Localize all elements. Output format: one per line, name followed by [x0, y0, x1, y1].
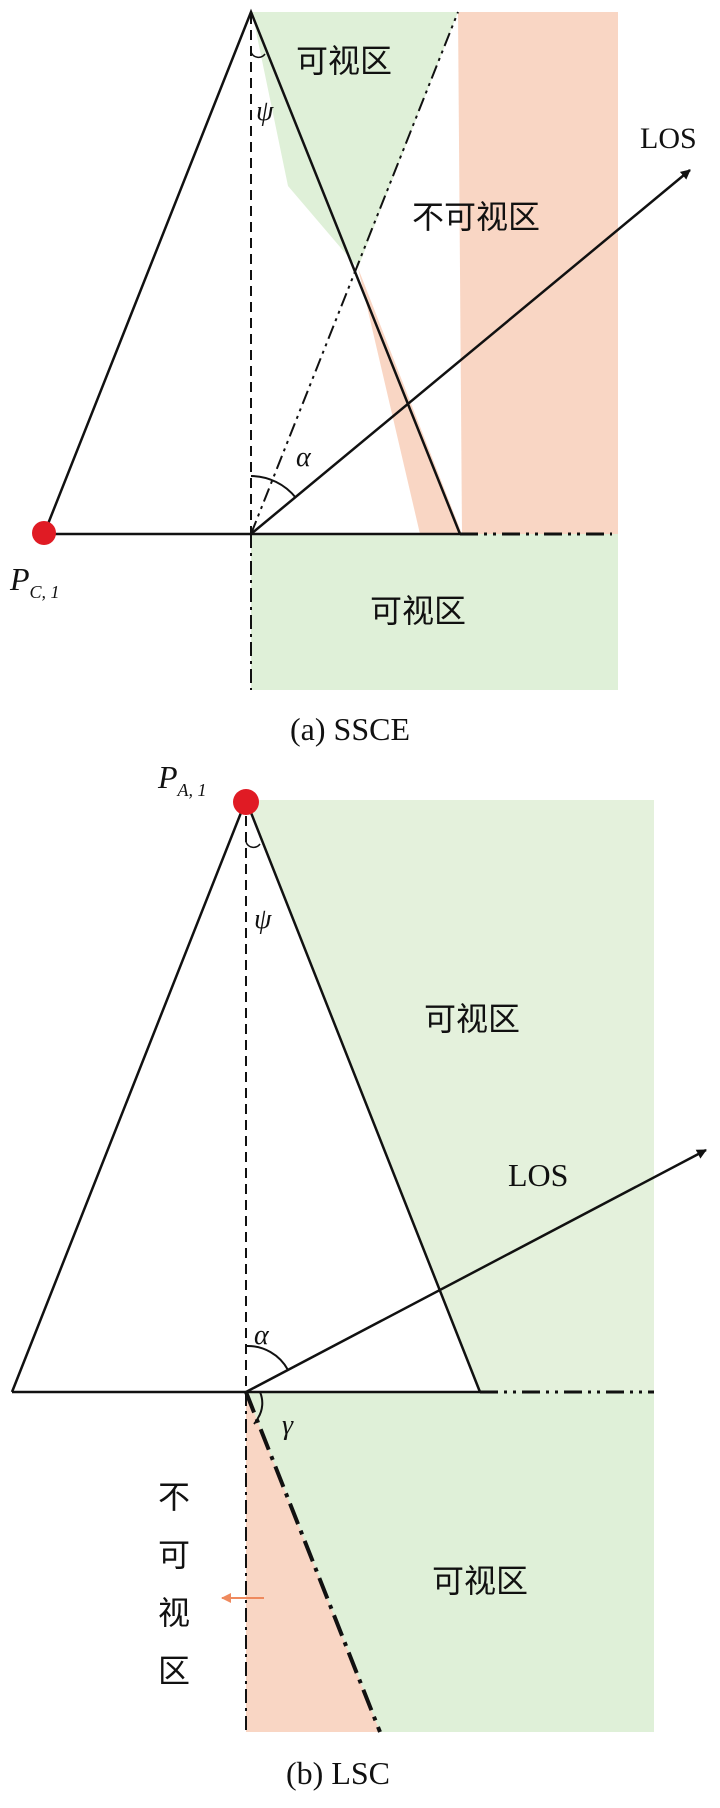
label-invisible-b-char-1: 不	[158, 1478, 190, 1516]
gamma-arc-b	[253, 1391, 264, 1425]
label-invisible-b-char-2: 可	[158, 1536, 190, 1574]
label-psi-a: ψ	[256, 96, 274, 127]
label-point-b: PA, 1	[157, 759, 207, 800]
boundary-line-a	[250, 11, 459, 535]
label-point-a-main: P	[9, 561, 30, 597]
label-alpha-a: α	[296, 442, 312, 473]
label-alpha-b: α	[254, 1320, 270, 1351]
label-psi-b: ψ	[254, 904, 272, 935]
invisible-region-a	[458, 12, 618, 534]
label-visible-lower-b: 可视区	[432, 1562, 528, 1600]
psi-arc-a	[250, 51, 266, 58]
boundary-line-b	[244, 1391, 382, 1733]
panel-a: 可视区 不可视区 可视区 LOS ψ α PC, 1 (a) SSCE	[9, 8, 697, 747]
label-point-a-sub: C, 1	[30, 582, 60, 602]
visible-region-lower-b	[246, 1392, 654, 1732]
alpha-arc-a	[250, 475, 297, 499]
label-point-a: PC, 1	[9, 561, 60, 602]
los-arrow-b	[245, 1148, 707, 1394]
panel-b: PA, 1 ψ 可视区 LOS α γ 可视区 不 可 视 区 (b) LSC	[10, 759, 707, 1791]
label-visible-top-a: 可视区	[296, 42, 392, 80]
label-los-a: LOS	[640, 122, 697, 155]
los-arrow-a	[250, 169, 691, 535]
label-invisible-b-char-3: 视	[158, 1594, 190, 1632]
alpha-arc-b	[245, 1344, 289, 1371]
label-visible-upper-b: 可视区	[424, 1000, 520, 1038]
visible-region-top-a	[252, 12, 458, 268]
label-visible-bottom-a: 可视区	[370, 592, 466, 630]
label-point-b-sub: A, 1	[177, 780, 207, 800]
point-pc1	[32, 521, 56, 545]
label-invisible-a: 不可视区	[412, 198, 540, 236]
caption-a: (a) SSCE	[290, 711, 410, 747]
label-gamma-b: γ	[282, 1410, 294, 1441]
label-invisible-b-char-4: 区	[158, 1652, 190, 1690]
label-los-b: LOS	[508, 1157, 568, 1193]
caption-b: (b) LSC	[286, 1755, 390, 1791]
visible-region-bottom-a	[251, 534, 618, 690]
point-pa1	[233, 789, 259, 815]
psi-arc-b	[245, 841, 261, 848]
triangle-a	[42, 8, 462, 535]
visible-region-upper-b	[246, 800, 654, 1392]
label-point-b-main: P	[157, 759, 178, 795]
